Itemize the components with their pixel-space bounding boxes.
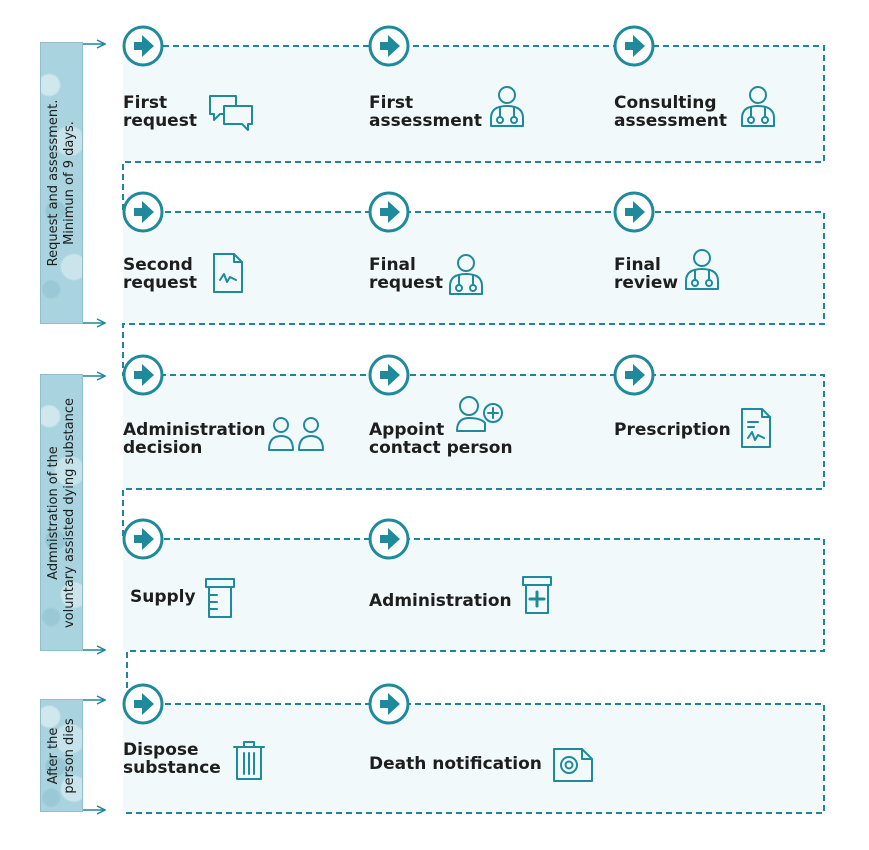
step-label-line: Supply xyxy=(130,587,196,607)
band-texture xyxy=(41,375,82,650)
phase-band: Request and assessment. Minimun of 9 day… xyxy=(40,42,83,324)
nodes xyxy=(122,25,655,725)
node-marker xyxy=(122,518,164,560)
band-texture xyxy=(41,43,82,323)
phase-label: Admnistration of the voluntary assisted … xyxy=(46,397,78,627)
step-label-line: Administration xyxy=(369,591,512,611)
node-marker xyxy=(613,25,655,67)
phase-arrows xyxy=(82,44,104,810)
row-panels xyxy=(123,46,824,813)
step-label-line: Prescription xyxy=(614,420,731,440)
two-people-icon xyxy=(268,417,324,451)
step-label-line: request xyxy=(369,273,443,293)
step-label-line: Final xyxy=(369,255,416,275)
step-label-line: Administration xyxy=(123,420,266,440)
step-label-line: review xyxy=(614,273,679,293)
row-panel-1 xyxy=(123,46,824,162)
step-label-line: contact person xyxy=(369,438,513,458)
phase-label-line: Minimun of 9 days. xyxy=(61,121,77,245)
row-panel-5 xyxy=(123,704,824,813)
step-death-notification: Death notification xyxy=(369,755,542,773)
medicine-bottle-icon xyxy=(205,578,235,618)
node-marker xyxy=(368,354,410,396)
step-label-line: First xyxy=(123,93,168,113)
phase-label-line: After the xyxy=(45,727,61,784)
step-supply: Supply xyxy=(130,588,196,606)
row-panel-4 xyxy=(123,539,824,651)
medicine-box-icon xyxy=(522,576,552,614)
step-label-line: Consulting xyxy=(614,93,717,113)
phase-band: Admnistration of the voluntary assisted … xyxy=(40,374,83,651)
band-texture xyxy=(41,700,82,811)
step-label-line: Appoint xyxy=(369,420,445,440)
trash-bin-icon xyxy=(233,741,265,780)
phase-label-line: voluntary assisted dying substance xyxy=(61,397,77,628)
doctor-icon xyxy=(449,254,483,295)
node-marker xyxy=(122,683,164,725)
step-first-request: First request xyxy=(123,94,197,130)
step-prescription: Prescription xyxy=(614,421,731,439)
step-second-request: Second request xyxy=(123,256,197,292)
doctor-icon xyxy=(685,249,719,290)
step-label-line: Final xyxy=(614,255,661,275)
step-appoint-contact-person: Appoint contact person xyxy=(369,421,513,457)
node-marker xyxy=(122,354,164,396)
phase-label-line: Request and assessment. xyxy=(45,99,61,267)
step-label-line: assessment xyxy=(369,111,482,131)
node-marker xyxy=(613,191,655,233)
phase-label: After the person dies xyxy=(46,718,78,793)
person-add-icon xyxy=(456,396,503,432)
step-label-line: decision xyxy=(123,438,203,458)
step-administration-decision: Administration decision xyxy=(123,421,266,457)
phase-label-line: person dies xyxy=(61,717,77,794)
node-marker xyxy=(368,191,410,233)
doctor-icon xyxy=(490,86,524,127)
phase-band: After the person dies xyxy=(40,699,83,812)
step-final-review: Final review xyxy=(614,256,678,292)
step-label-line: assessment xyxy=(614,111,727,131)
doctor-icon xyxy=(741,86,775,127)
node-marker xyxy=(122,191,164,233)
chat-bubbles-icon xyxy=(209,95,253,131)
certificate-icon xyxy=(553,748,593,782)
step-label-line: Second xyxy=(123,255,193,275)
node-marker xyxy=(368,25,410,67)
prescription-document-icon xyxy=(741,408,771,448)
step-consulting-assessment: Consulting assessment xyxy=(614,94,727,130)
phase-label: Request and assessment. Minimun of 9 day… xyxy=(46,100,78,267)
step-label-line: substance xyxy=(123,758,221,778)
step-label-line: request xyxy=(123,111,197,131)
step-final-request: Final request xyxy=(369,256,443,292)
step-first-assessment: First assessment xyxy=(369,94,482,130)
node-marker xyxy=(122,25,164,67)
phase-label-line: Admnistration of the xyxy=(45,445,61,580)
node-marker xyxy=(368,683,410,725)
step-label-line: Dispose xyxy=(123,740,199,760)
node-marker xyxy=(613,354,655,396)
step-dispose-substance: Dispose substance xyxy=(123,741,221,777)
step-administration: Administration xyxy=(369,592,512,610)
step-label-line: Death notification xyxy=(369,754,542,774)
step-label-line: request xyxy=(123,273,197,293)
document-signature-icon xyxy=(213,253,243,293)
step-label-line: First xyxy=(369,93,414,113)
node-marker xyxy=(368,518,410,560)
row-panel-2 xyxy=(123,212,824,324)
